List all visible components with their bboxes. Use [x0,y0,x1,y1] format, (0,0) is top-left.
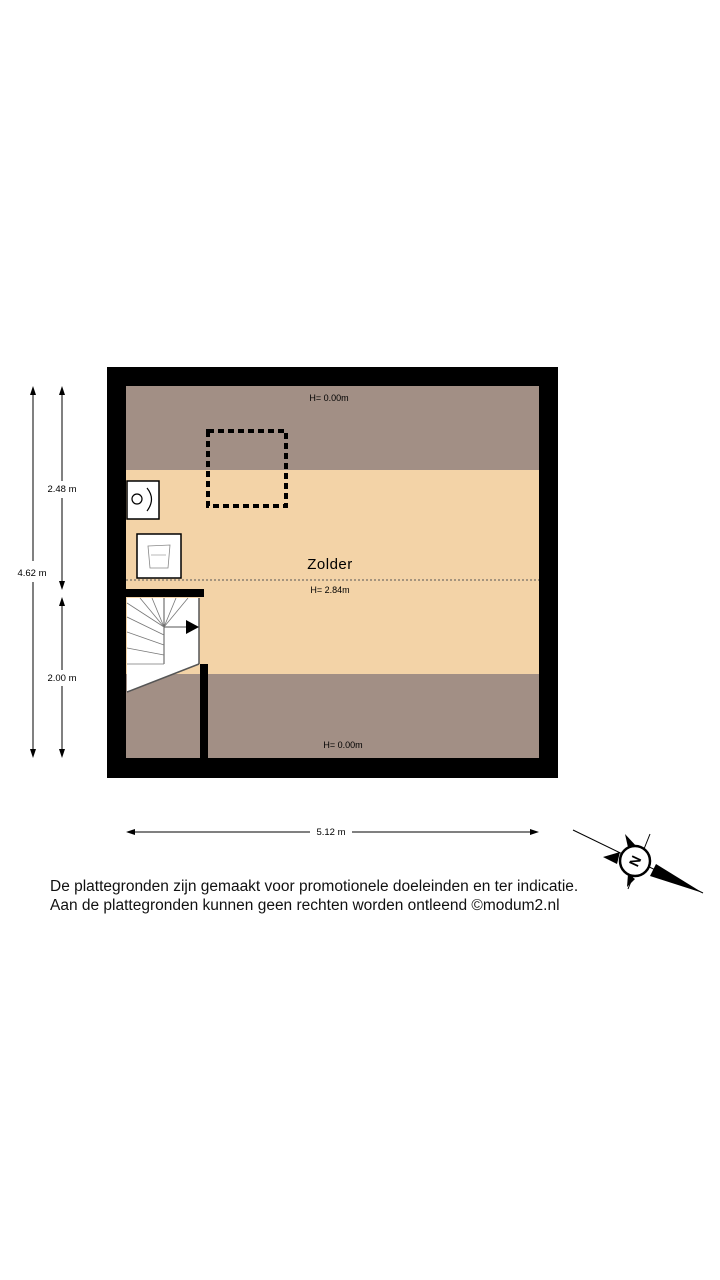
low-height-zone-top [126,386,539,470]
dimension-total-depth-label: 4.62 m [17,568,46,579]
disclaimer-line-1: De plattegronden zijn gemaakt voor promo… [50,878,579,895]
dimension-lower-depth-label: 2.00 m [47,673,76,684]
disclaimer: De plattegronden zijn gemaakt voor promo… [50,877,690,915]
stair-direction-arrow [186,620,199,634]
bottom-height-label: H= 0.00m [323,740,362,750]
top-height-label: H= 0.00m [309,393,348,403]
dimension-total-depth [30,386,36,758]
dimension-width [126,829,539,835]
appliance-box [136,533,182,579]
room-name: Zolder [307,556,353,573]
dimension-upper-depth-label: 2.48 m [47,484,76,495]
stair-wall-right [200,664,208,758]
dimension-lower-depth [59,597,65,758]
stair-wall-top [126,589,204,597]
low-height-zone-bottom [126,674,539,758]
dimension-width-label: 5.12 m [316,827,345,838]
dimension-upper-depth [59,386,65,590]
skylight [206,429,288,508]
north-arrow-icon: N [572,829,704,894]
washbasin [126,480,160,520]
ridge-height-label: H= 2.84m [310,585,349,595]
disclaimer-line-2: Aan de plattegronden kunnen geen rechten… [50,897,560,914]
staircase [126,597,200,693]
